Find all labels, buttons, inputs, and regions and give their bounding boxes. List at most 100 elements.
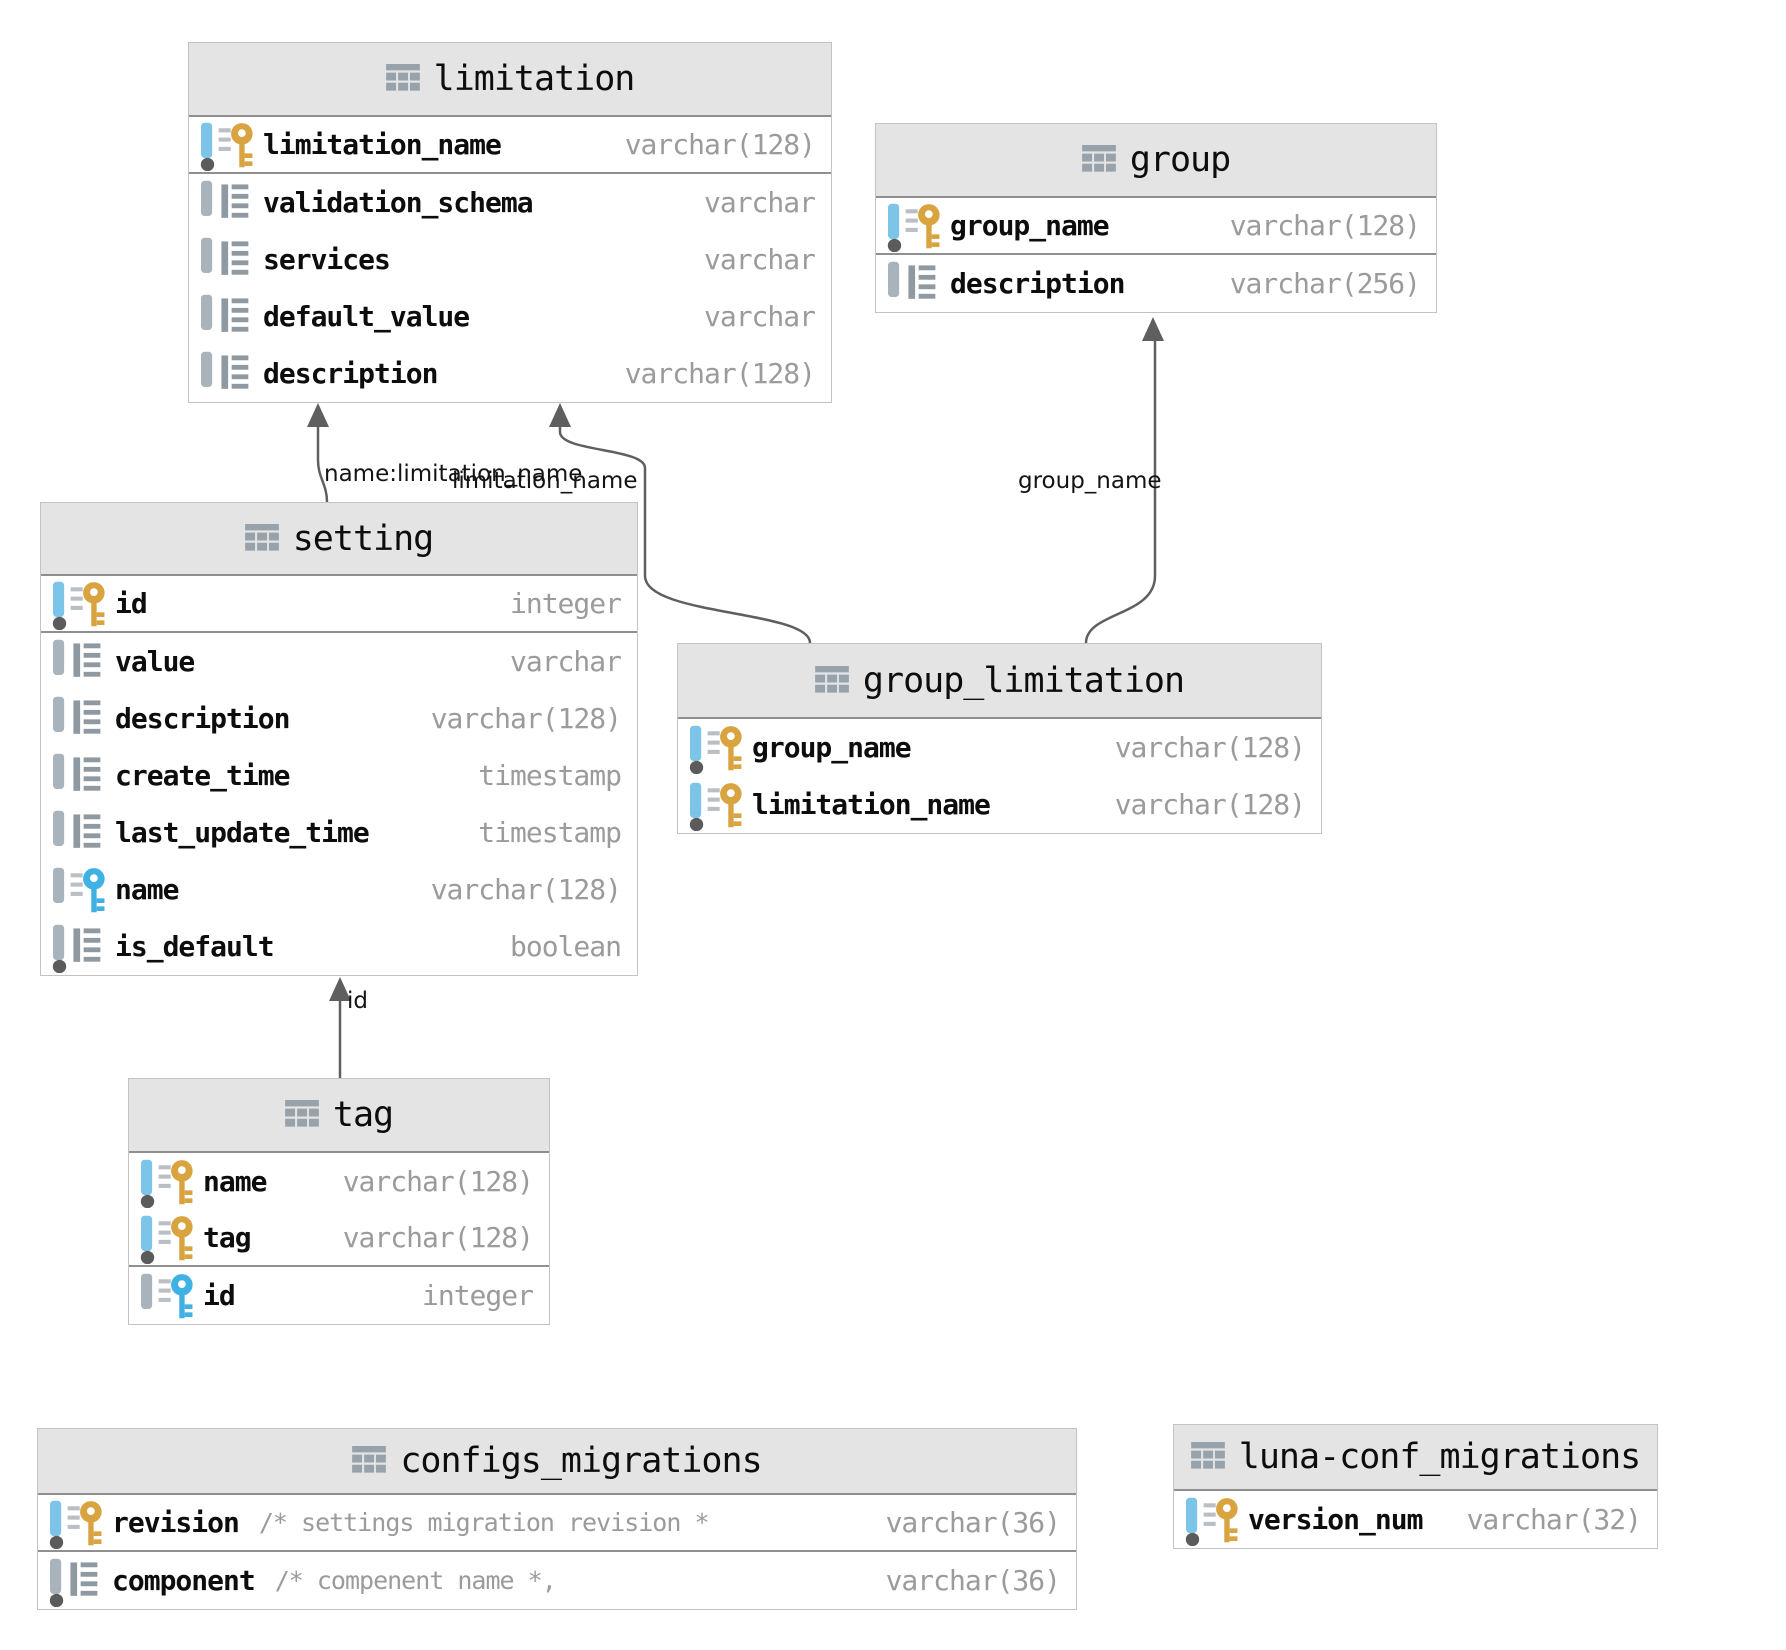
column-type: varchar(36) [885, 1506, 1061, 1539]
column-name: is_default [115, 930, 275, 963]
table-header-limitation[interactable]: limitation [189, 43, 831, 117]
column-type: timestamp [478, 759, 622, 792]
edge-label-group-limitation-to-limitation: limitation_name [452, 468, 638, 494]
table-header-group_limitation[interactable]: group_limitation [678, 644, 1321, 719]
column-icon [886, 258, 942, 310]
column-name: group_name [950, 209, 1110, 242]
table-header-tag[interactable]: tag [129, 1079, 549, 1153]
column-icon [199, 177, 255, 229]
arrowhead [549, 403, 571, 427]
column-type: integer [509, 587, 622, 620]
table-icon [352, 1446, 387, 1476]
column-type: varchar(128) [1229, 209, 1421, 242]
column-row-limitation-services[interactable]: services varchar [189, 231, 831, 288]
primary-key-icon [139, 1156, 195, 1208]
primary-key-icon [139, 1212, 195, 1264]
column-name: services [263, 243, 391, 276]
column-row-luna_conf_migrations-version_num[interactable]: version_num varchar(32) [1174, 1491, 1657, 1548]
primary-key-icon [51, 578, 107, 630]
column-name: value [115, 645, 195, 678]
table-header-luna_conf_migrations[interactable]: luna-conf_migrations [1174, 1425, 1657, 1491]
column-type: varchar(128) [1114, 788, 1306, 821]
table-icon [1081, 145, 1116, 175]
column-type: varchar(128) [342, 1165, 534, 1198]
column-name: name [203, 1165, 267, 1198]
column-name: description [263, 357, 438, 390]
table-title: group [1129, 140, 1231, 180]
table-header-group[interactable]: group [876, 124, 1436, 198]
column-row-limitation-description[interactable]: description varchar(128) [189, 345, 831, 402]
column-type: varchar(128) [342, 1221, 534, 1254]
column-name: component [112, 1564, 256, 1597]
column-type: varchar(128) [624, 357, 816, 390]
column-comment: /* settings migration revision * [258, 1508, 710, 1537]
edge-label-tag-to-setting: id [347, 988, 368, 1014]
column-name: revision [112, 1506, 240, 1539]
column-notnull-icon [51, 921, 107, 973]
relationship-arrow-setting-to-limitation[interactable] [316, 427, 329, 503]
column-row-tag-tag[interactable]: tag varchar(128) [129, 1210, 549, 1267]
column-row-group_limitation-limitation_name[interactable]: limitation_name varchar(128) [678, 776, 1321, 833]
column-icon [199, 348, 255, 400]
column-icon [199, 291, 255, 343]
table-title: configs_migrations [400, 1441, 762, 1481]
column-name: default_value [263, 300, 470, 333]
column-notnull-icon [48, 1555, 104, 1607]
column-row-limitation-default_value[interactable]: default_value varchar [189, 288, 831, 345]
column-name: limitation_name [752, 788, 991, 821]
column-row-tag-name[interactable]: name varchar(128) [129, 1153, 549, 1210]
column-type: varchar(256) [1229, 267, 1421, 300]
column-name: validation_schema [263, 186, 534, 219]
primary-key-icon [688, 722, 744, 774]
foreign-key-icon [139, 1270, 195, 1322]
column-row-setting-is_default[interactable]: is_default boolean [41, 918, 637, 975]
column-type: boolean [509, 930, 622, 963]
column-name: version_num [1248, 1503, 1423, 1536]
table-title: setting [292, 518, 435, 559]
column-name: group_name [752, 731, 912, 764]
column-type: varchar(32) [1466, 1503, 1642, 1536]
edge-label-setting-to-limitation: name:limitation_name [324, 461, 583, 487]
column-row-group-group_name[interactable]: group_name varchar(128) [876, 198, 1436, 255]
foreign-key-icon [51, 864, 107, 916]
column-type: varchar [703, 300, 816, 333]
column-name: name [115, 873, 179, 906]
column-name: last_update_time [115, 816, 370, 849]
table-icon [285, 1100, 319, 1130]
relationship-arrow-group-limitation-to-group[interactable] [1084, 341, 1157, 644]
table-icon [1190, 1442, 1225, 1472]
column-name: description [115, 702, 290, 735]
arrowhead [1142, 317, 1164, 341]
edge-label-group-limitation-to-group: group_name [1018, 468, 1162, 494]
column-type: varchar(36) [885, 1564, 1061, 1597]
relationship-arrow-group-limitation-to-limitation[interactable] [558, 427, 812, 644]
column-name: id [203, 1279, 236, 1312]
table-header-configs_migrations[interactable]: configs_migrations [38, 1429, 1076, 1495]
column-type: varchar [703, 243, 816, 276]
table-configs_migrations[interactable]: configs_migrations revision /* settings mi… [37, 1428, 1077, 1610]
column-row-configs_migrations-revision[interactable]: revision /* settings migration revision *… [38, 1495, 1076, 1552]
table-title: group_limitation [862, 660, 1185, 701]
arrowhead [307, 403, 329, 427]
column-name: tag [203, 1221, 252, 1254]
column-row-configs_migrations-component[interactable]: component/* compenent name *,varchar(36) [38, 1552, 1076, 1609]
table-luna_conf_migrations[interactable]: luna-conf_migrations version_num varchar(3… [1173, 1424, 1658, 1549]
column-icon [51, 636, 107, 688]
table-header-setting[interactable]: setting [41, 503, 637, 576]
